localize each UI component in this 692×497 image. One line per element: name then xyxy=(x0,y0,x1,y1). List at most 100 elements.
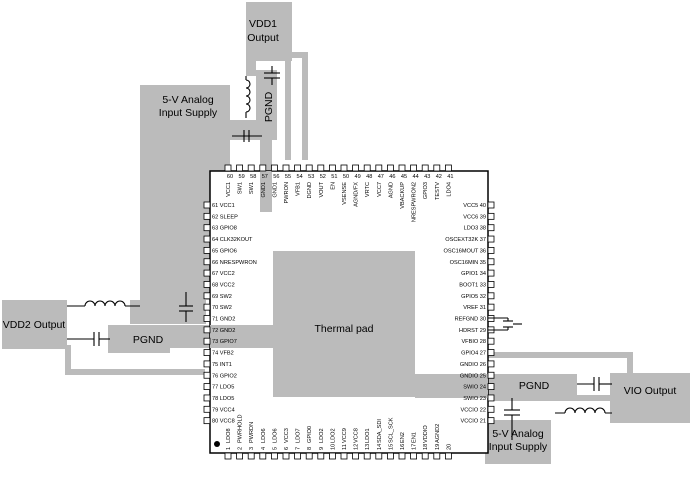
pin-label-15: SCL_SCK xyxy=(388,417,394,443)
pin-label-48: VRTC xyxy=(365,182,371,197)
pin-right-38 xyxy=(487,224,495,232)
pin-label-16: EN2 xyxy=(400,432,406,443)
pin-label-47: VCC7 xyxy=(377,182,383,197)
pin-left-73 xyxy=(203,337,211,345)
pin-label-77: 77 LDO5 xyxy=(212,385,234,391)
pin-bottom-4 xyxy=(259,452,267,460)
pin-top-56 xyxy=(270,164,278,172)
pin-num-9: 9 xyxy=(319,447,325,450)
pin-label-62: 62 SLEEP xyxy=(212,214,238,220)
pin-rows: 60VCC159SW158SW157GND156GND155PWRON54VFB… xyxy=(203,164,495,460)
pin-num-14: 14 xyxy=(377,444,383,450)
pin-num-48: 48 xyxy=(366,174,372,180)
pin-label-55: PWRON xyxy=(284,182,290,203)
pin-num-16: 16 xyxy=(400,444,406,450)
pin-label-74: 74 VFB2 xyxy=(212,351,234,357)
pin-bottom-16 xyxy=(398,452,406,460)
pin-num-20: 20 xyxy=(446,444,452,450)
pin-bottom-13 xyxy=(363,452,371,460)
pin-label-32: GPIO5 32 xyxy=(461,294,486,300)
analog-top-capacitor-icon xyxy=(232,130,262,142)
pin-bottom-2 xyxy=(236,452,244,460)
pin-top-60 xyxy=(224,164,232,172)
pin-num-18: 18 xyxy=(423,444,429,450)
pin-left-62 xyxy=(203,212,211,220)
pin-label-66: 66 NRESPWRON xyxy=(212,260,257,266)
pin-top-45 xyxy=(398,164,406,172)
vdd2-output-label: VDD2 Output xyxy=(3,319,66,331)
vdd1-output-block xyxy=(246,2,292,61)
pgnd-right-label: PGND xyxy=(519,380,550,392)
pin-label-40: VCC5 40 xyxy=(463,203,486,209)
vdd1-capacitor-icon xyxy=(264,66,280,85)
pin-num-8: 8 xyxy=(307,447,313,450)
pin-left-76 xyxy=(203,371,211,379)
pin-right-31 xyxy=(487,303,495,311)
pin-right-27 xyxy=(487,349,495,356)
pin-left-66 xyxy=(203,258,211,266)
pin-right-24 xyxy=(487,383,495,391)
vio-inductor-icon xyxy=(555,407,612,414)
analog-top-extension xyxy=(230,120,262,140)
pin-num-44: 44 xyxy=(412,174,418,180)
pin-label-12: VCC8 xyxy=(354,428,360,443)
pin-label-44: NRESPWRON2 xyxy=(412,182,418,222)
pin-num-45: 45 xyxy=(401,174,407,180)
pin-label-33: BOOT1 33 xyxy=(459,282,486,288)
pin-label-46: AGND xyxy=(388,182,394,198)
pin-bottom-9 xyxy=(317,452,325,460)
pin-bottom-18 xyxy=(421,452,429,460)
pin-label-61: 61 VCC1 xyxy=(212,203,235,209)
pin-right-34 xyxy=(487,269,495,277)
vdd1-stem xyxy=(246,61,256,76)
pin-label-72: 72 GND2 xyxy=(212,328,235,334)
components xyxy=(67,66,612,440)
pin-left-65 xyxy=(203,246,211,254)
pin-label-28: VFBIO 28 xyxy=(461,339,486,345)
pin-top-57 xyxy=(259,164,267,172)
vdd2-output-block xyxy=(2,300,67,349)
pin-bottom-5 xyxy=(270,452,278,460)
pin-right-22 xyxy=(487,405,495,413)
pin-label-51: EN xyxy=(330,182,336,190)
pin-label-6: VCC3 xyxy=(284,428,290,443)
pin-left-79 xyxy=(203,405,211,413)
pin-num-6: 6 xyxy=(284,447,290,450)
pin-label-70: 70 SW2 xyxy=(212,305,232,311)
pin-bottom-19 xyxy=(433,452,441,460)
pin-top-42 xyxy=(433,164,441,172)
pin-label-8: GPIO0 xyxy=(307,426,313,443)
vfb1-trace xyxy=(285,52,308,160)
pin-num-56: 56 xyxy=(273,174,279,180)
pin-label-2: PWRHOLD xyxy=(238,414,244,443)
pin-num-1: 1 xyxy=(226,447,232,450)
pin-left-78 xyxy=(203,394,211,402)
pin-left-67 xyxy=(203,269,211,277)
sw2-capacitor-icon xyxy=(179,292,193,322)
vdd1-inductor-icon xyxy=(245,76,251,118)
pin-num-2: 2 xyxy=(238,447,244,450)
pin-label-35: OSC16MIN 35 xyxy=(450,260,486,266)
pgnd-left-label: PGND xyxy=(133,334,164,346)
pin-right-23 xyxy=(487,394,495,402)
pin-num-51: 51 xyxy=(331,174,337,180)
pin-label-1: LDO8 xyxy=(226,428,232,443)
analog-bottom-block xyxy=(485,420,551,464)
pin-label-38: LDO3 38 xyxy=(464,226,486,232)
pin-label-10: LDO2 xyxy=(330,428,336,443)
pin-label-21: VCCIO 21 xyxy=(461,419,487,425)
pin-bottom-12 xyxy=(352,452,360,460)
pgnd-left-block xyxy=(108,325,170,353)
pin-num-12: 12 xyxy=(354,444,360,450)
pin-label-27: GPIO4 27 xyxy=(461,351,486,357)
analog-bottom-label-line2: Input Supply xyxy=(489,441,548,453)
pin-right-26 xyxy=(487,360,495,368)
pin-bottom-8 xyxy=(305,452,313,460)
pin-num-7: 7 xyxy=(296,447,302,450)
pin-label-43: GPIO3 xyxy=(423,182,429,199)
pin-num-47: 47 xyxy=(378,174,384,180)
pin-right-39 xyxy=(487,212,495,220)
pin-label-42: TESTV xyxy=(435,182,441,200)
pin-top-48 xyxy=(363,164,371,172)
pin-label-79: 79 VCC4 xyxy=(212,407,235,413)
